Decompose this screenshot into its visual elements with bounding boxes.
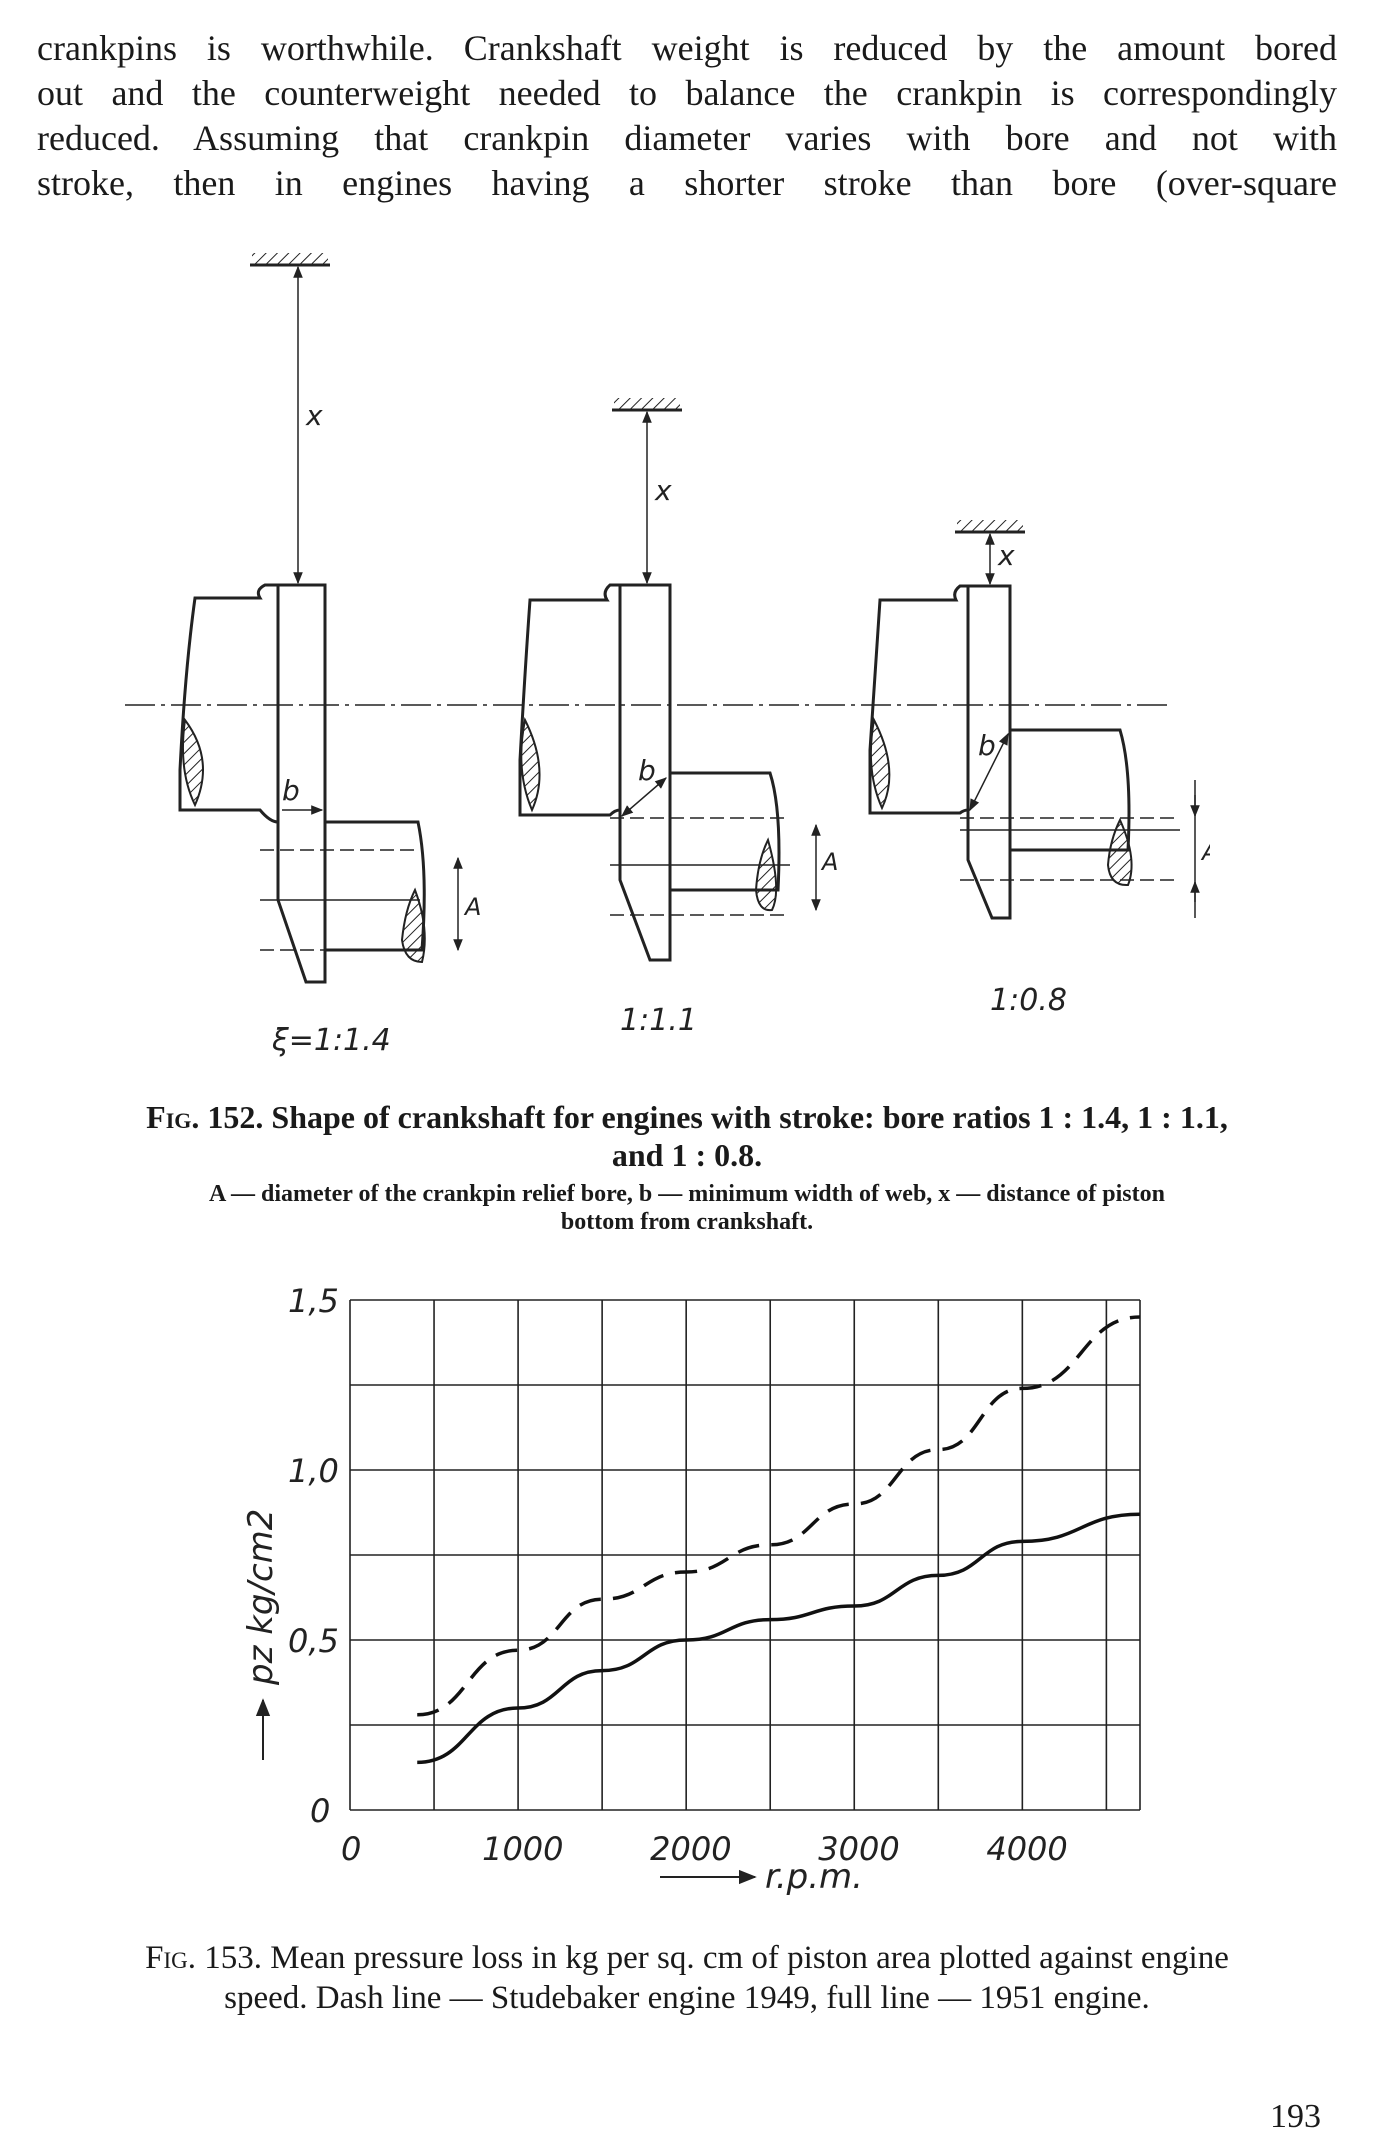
x-tick-labels: 0 1000 2000 3000 4000 [341,1830,1068,1868]
label-b-1: b [282,774,300,807]
fig153-caption-prefix: Fig. [145,1940,196,1976]
x-tick-label: 0 [341,1830,361,1868]
ratio-2: 1:1.1 [620,1003,697,1038]
chart-series [417,1315,1141,1765]
x-tick-label: 2000 [650,1830,731,1868]
label-x-3: x [997,539,1015,572]
crank-2 [518,398,821,962]
x-axis-label: r.p.m. [765,1857,863,1897]
y-tick-label: 1,5 [288,1282,339,1320]
label-A-2: A [820,848,838,876]
y-axis-label: pz kg/cm2 [241,1509,281,1686]
intro-line-2: out and the counterweight needed to bala… [37,73,1337,113]
fig152-legend-line2: bottom from crankshaft. [560,1209,814,1235]
x-tick-label: 4000 [986,1830,1067,1868]
y-tick-labels: 0 0,5 1,0 1,5 [288,1282,339,1830]
intro-line-3: reduced. Assuming that crankpin diameter… [37,118,1337,158]
fig152-caption: Fig. 152. Shape of crankshaft for engine… [37,1098,1337,1174]
y-tick-label: 0 [310,1792,330,1830]
crank-3 [868,520,1200,920]
y-tick-label: 0,5 [288,1622,339,1660]
series-solid-line [417,1512,1141,1765]
x-tick-label: 1000 [482,1830,563,1868]
ratio-3: 1:0.8 [990,983,1067,1018]
chart-grid [349,1299,1141,1811]
x-tick-label: 3000 [818,1830,899,1868]
fig152-caption-prefix: Fig. [146,1099,200,1135]
label-b-2: b [638,754,656,787]
fig152-legend-line1: A — diameter of the crankpin relief bore… [208,1181,1165,1207]
intro-line-1: crankpins is worthwhile. Crankshaft weig… [37,28,1337,68]
label-A-3: A [1200,838,1210,866]
pressure-loss-chart: 0 1000 2000 3000 4000 0 0,5 1,0 1,5 r.p.m. pz k… [241,1282,1141,1897]
intro-paragraph: crankpins is worthwhile. Crankshaft weig… [37,26,1337,206]
series-dashed-line [417,1315,1141,1717]
crankshaft-figure: x x x b b b A A A ξ=1:1.4 1:1.1 1:0.8 [125,253,1210,1058]
fig153-caption-text: 153. Mean pressure loss in kg per sq. cm… [204,1940,1229,1976]
label-x-2: x [654,474,672,507]
page-number: 193 [1270,2098,1321,2135]
crank-1 [178,253,463,984]
fig152-caption-text: 152. Shape of crankshaft for engines wit… [207,1099,1228,1135]
ratio-1: ξ=1:1.4 [271,1023,391,1058]
label-A-1: A [463,893,481,921]
intro-line-4: stroke, then in engines having a shorter… [37,163,1337,203]
label-x-1: x [305,399,323,432]
fig153-caption-line2: speed. Dash line — Studebaker engine 194… [224,1980,1150,2016]
fig152-legend: A — diameter of the crankpin relief bore… [37,1180,1337,1236]
label-b-3: b [978,729,996,762]
fig153-caption: Fig. 153. Mean pressure loss in kg per s… [37,1938,1337,2018]
y-tick-label: 1,0 [288,1452,339,1490]
fig152-caption-line2: and 1 : 0.8. [611,1137,763,1173]
